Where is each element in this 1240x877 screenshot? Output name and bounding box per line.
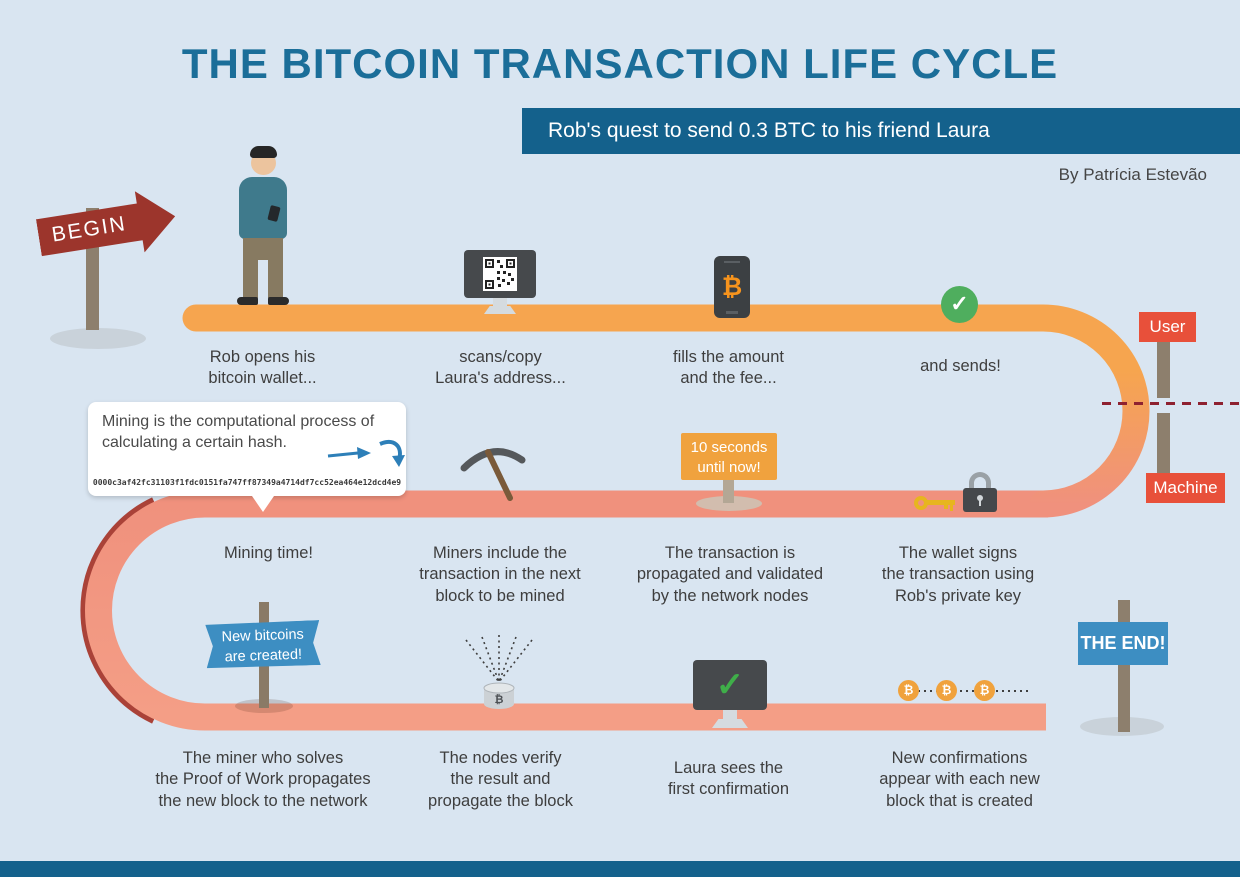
new-bitcoins-ribbon: New bitcoins are created! (205, 620, 321, 669)
rob-hips (243, 238, 283, 260)
begin-sign-shadow (50, 328, 146, 349)
rob-shoe-right (268, 297, 289, 305)
step-label-nodes-verify: The nodes verify the result and propagat… (428, 749, 573, 810)
step-label-send: and sends! (920, 357, 1001, 375)
qr-code-icon (483, 257, 517, 291)
padlock-shackle (969, 472, 991, 492)
rob-leg-right (268, 258, 283, 298)
ten-seconds-sign-shadow (696, 496, 762, 511)
mining-bubble: Mining is the computational process of c… (88, 402, 406, 512)
send-check-icon: ✓ (941, 286, 978, 323)
machine-tag-post (1157, 413, 1170, 475)
bitcoin-coin: ₿ (974, 680, 995, 701)
mining-bubble-text: Mining is the computational process of c… (102, 413, 375, 451)
user-tag: User (1139, 312, 1196, 342)
pickaxe-icon (460, 448, 526, 501)
rob-leg-left (243, 258, 258, 298)
padlock-keyhole-slot (979, 500, 981, 506)
step-label-fill-amount: fills the amount and the fee... (673, 348, 784, 388)
nodes-converge-icon: ₿ (465, 635, 533, 709)
user-tag-post (1157, 341, 1170, 398)
qr-monitor-base (484, 306, 516, 314)
key-shaft (927, 500, 955, 505)
confirmation-monitor-base (712, 719, 748, 728)
key-and-padlock-icon (914, 472, 1000, 514)
padlock-keyhole (977, 495, 983, 501)
step-label-mining-time: Mining time! (224, 544, 313, 562)
machine-tag: Machine (1146, 473, 1225, 503)
confirmation-check-glyph: ✓ (693, 660, 767, 710)
key-tooth (944, 504, 948, 509)
subtitle-banner: Rob's quest to send 0.3 BTC to his frien… (522, 108, 1240, 154)
key-tooth (950, 504, 953, 511)
confirmation-monitor-icon: ✓ (690, 660, 770, 730)
bitcoin-coins-icon: ₿ ₿ ₿ (896, 678, 1032, 704)
phone-bitcoin-glyph: ₿ (721, 272, 743, 301)
svg-text:₿: ₿ (495, 693, 504, 706)
page-title: THE BITCOIN TRANSACTION LIFE CYCLE (181, 40, 1059, 87)
qr-monitor-icon (460, 250, 540, 316)
step-label-wallet-signs: The wallet signs the transaction using R… (881, 544, 1035, 605)
bitcoin-phone-icon: ₿ (714, 256, 750, 318)
coins-dotted-line (906, 690, 1032, 692)
bitcoin-coin: ₿ (936, 680, 957, 701)
step-label-laura-sees: Laura sees the first confirmation (667, 759, 790, 799)
phone-home-button (726, 311, 738, 314)
person-rob-icon (224, 146, 302, 308)
user-machine-divider (1102, 402, 1240, 405)
mining-bubble-tail (252, 496, 274, 512)
ten-seconds-sign-post (723, 477, 734, 503)
step-label-propagated: The transaction is propagated and valida… (636, 544, 824, 605)
rob-shoe-left (237, 297, 258, 305)
step-label-open-wallet: Rob opens his bitcoin wallet... (208, 348, 317, 388)
phone-speaker (724, 261, 740, 263)
step-label-confirmations: New confirmations appear with each new b… (879, 749, 1040, 810)
ten-seconds-sign: 10 seconds until now! (681, 433, 777, 480)
footer-bar (0, 861, 1240, 877)
rob-hair (250, 146, 277, 158)
byline: By Patrícia Estevão (1058, 165, 1207, 184)
the-end-sign: THE END! (1078, 622, 1168, 665)
confirmation-monitor-stand (723, 710, 737, 719)
end-sign-post (1118, 600, 1130, 732)
key-ring (914, 496, 928, 510)
step-label-proof-of-work: The miner who solves the Proof of Work p… (155, 749, 371, 810)
hash-text: 0000c3af42fc31103f1fdc0151fa747ff87349a4… (92, 478, 402, 487)
bitcoin-coin: ₿ (898, 680, 919, 701)
step-label-scan-address: scans/copy Laura's address... (435, 348, 566, 388)
step-label-miners-include: Miners include the transaction in the ne… (419, 544, 581, 605)
arrow-doodle-icon (327, 440, 405, 467)
qr-monitor-stand (493, 298, 507, 306)
